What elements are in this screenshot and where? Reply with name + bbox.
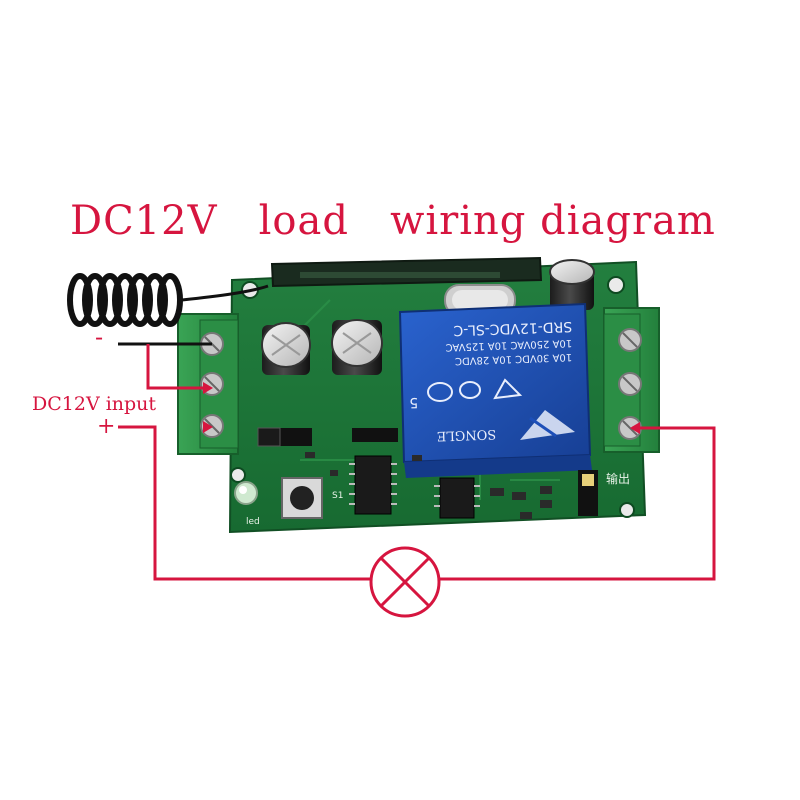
ic-chip-2 <box>434 477 480 519</box>
wire-plus-to-lamp <box>118 425 370 581</box>
status-led <box>234 481 258 505</box>
antenna-coil-icon <box>67 273 269 327</box>
mounting-hole <box>619 502 635 518</box>
receiver-module <box>270 256 543 288</box>
cert-mark-icon <box>427 378 523 402</box>
mounting-hole <box>607 276 625 294</box>
relay-rating-text-1: 10A 250VAC 10A 125VAC <box>445 337 572 352</box>
relay-rating-text-2: 10A 30VDC 10A 28VDC <box>455 351 572 366</box>
arrow-marker <box>203 382 213 394</box>
negative-terminal-label: - <box>95 323 104 351</box>
capacitor-top-right <box>549 259 595 310</box>
capacitor-middle <box>331 319 383 375</box>
led-silk-label: led <box>246 517 260 527</box>
mounting-hole <box>230 467 246 483</box>
output-terminal-block <box>603 307 660 453</box>
diagram-title: DC12V load wiring diagram <box>70 198 716 244</box>
learn-push-button <box>281 477 323 519</box>
lamp-icon <box>369 546 441 618</box>
capacitor-left <box>261 322 311 375</box>
relay-brand-text: SONGLE <box>436 426 496 443</box>
smd-components <box>305 452 552 519</box>
relay-model-text: SRD-12VDC-SL-C <box>453 318 572 338</box>
wire-lamp-to-output <box>440 426 716 581</box>
load-circuit-wires <box>118 344 716 581</box>
wire-minus-to-terminal-2 <box>146 344 210 390</box>
output-silk-label: 输出 <box>606 471 630 486</box>
input-terminal-block <box>177 313 239 455</box>
output-pin-header <box>578 470 598 516</box>
songle-logo-icon <box>520 410 575 440</box>
arrow-marker <box>630 422 640 434</box>
ic-chip-1 <box>349 455 397 515</box>
positive-terminal-label: + <box>97 414 116 439</box>
relay-pin-count: 5 <box>409 394 418 410</box>
arrow-marker <box>203 421 213 433</box>
jumper-header <box>257 427 398 447</box>
dc-input-label: DC12V input <box>32 393 157 415</box>
s1-silk-label: S1 <box>332 491 343 501</box>
relay: SRD-12VDC-SL-C 10A 250VAC 10A 125VAC 10A… <box>398 302 592 478</box>
